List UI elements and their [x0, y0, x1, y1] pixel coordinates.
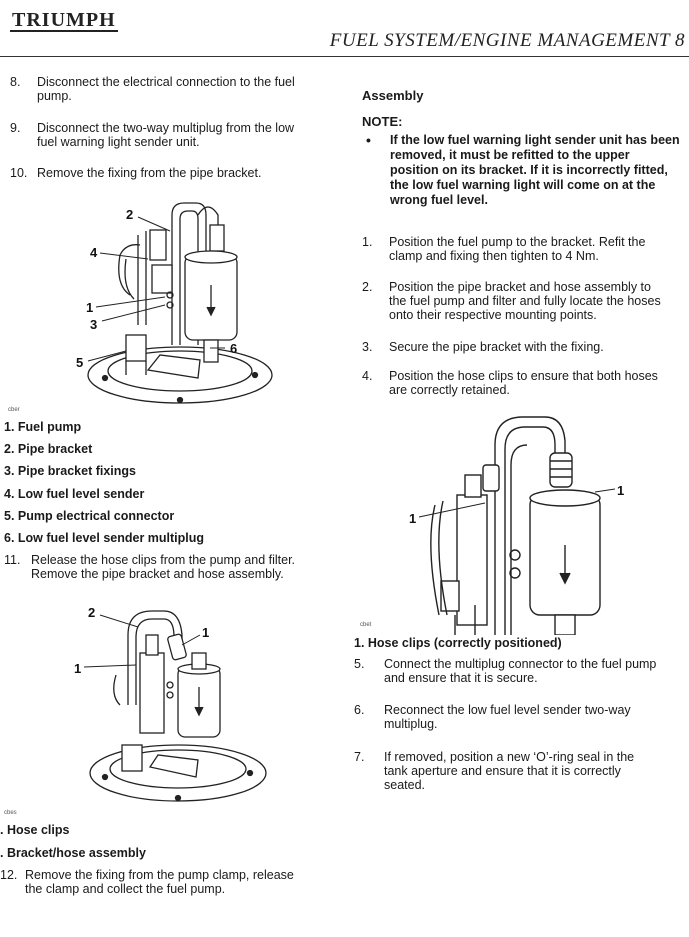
step-line: If removed, position a new ‘O’-ring seal… [384, 750, 635, 764]
legend-item: 1. Hose clips (correctly positioned) [354, 636, 562, 650]
step-line: are correctly retained. [389, 383, 510, 397]
assembly-step-5: 5. Connect the multiplug connector to th… [354, 657, 684, 687]
assembly-heading: Assembly [362, 88, 424, 103]
callout-label: 1 [74, 661, 81, 676]
callout-label: 3 [90, 317, 97, 332]
callout-label: 1 [617, 483, 624, 498]
hose-clips-figure-3: 1 1 [409, 416, 624, 635]
step-number: 8. [10, 75, 21, 89]
step-number: 4. [362, 369, 373, 383]
step-number: 7. [354, 750, 365, 764]
page-header-title: FUEL SYSTEM/ENGINE MANAGEMENT 8 [329, 30, 685, 51]
legend-item: . Bracket/hose assembly [0, 846, 146, 860]
step-text: Disconnect the electrical connection to … [37, 75, 295, 103]
callout-label: 1 [202, 625, 209, 640]
note-line: position on its bracket. If it is incorr… [390, 163, 668, 177]
step-line: multiplug. [384, 717, 438, 731]
step-10: 10. Remove the fixing from the pipe brac… [10, 166, 330, 182]
note-line: wrong fuel level. [390, 193, 488, 207]
step-line: tank aperture and ensure that it is corr… [384, 764, 621, 778]
figure-code: cber [8, 407, 20, 413]
assembly-step-2: 2. Position the pipe bracket and hose as… [362, 280, 682, 324]
step-9: 9. Disconnect the two-way multiplug from… [10, 121, 330, 151]
step-number: 6. [354, 703, 365, 717]
step-line: Position the fuel pump to the bracket. R… [389, 235, 646, 249]
header-rule [0, 56, 689, 57]
step-line: pump. [37, 89, 72, 103]
step-number: 12. [0, 868, 18, 882]
callout-label: 2 [88, 605, 95, 620]
step-text: Position the pipe bracket and hose assem… [389, 280, 661, 322]
step-number: 11. [4, 553, 21, 567]
fuel-pump-assembly-figure-1: 2 4 1 3 6 5 [76, 202, 273, 404]
step-11: 11. Release the hose clips from the pump… [4, 553, 334, 583]
step-text: If removed, position a new ‘O’-ring seal… [384, 750, 634, 792]
step-text: Secure the pipe bracket with the fixing. [389, 340, 604, 354]
step-number: 10. [10, 166, 28, 180]
step-line: clamp and fixing then tighten to 4 Nm. [389, 249, 599, 263]
step-number: 5. [354, 657, 365, 671]
step-line: Remove the fixing from the pipe bracket. [37, 166, 262, 180]
callout-label: 5 [76, 355, 83, 370]
note-text: If the low fuel warning light sender uni… [390, 133, 686, 208]
step-text: Remove the fixing from the pipe bracket. [37, 166, 261, 180]
step-number: 3. [362, 340, 373, 354]
step-line: Disconnect the two-way multiplug from th… [37, 121, 295, 135]
triumph-logo: TRIUMPH [10, 9, 118, 32]
step-line: fuel warning light sender unit. [37, 135, 200, 149]
legend-item: 6. Low fuel level sender multiplug [4, 531, 205, 545]
step-text: Disconnect the two-way multiplug from th… [37, 121, 294, 149]
step-number: 9. [10, 121, 21, 135]
callout-label: 1 [86, 300, 93, 315]
step-8: 8. Disconnect the electrical connection … [10, 75, 330, 105]
step-line: Position the hose clips to ensure that b… [389, 369, 658, 383]
figure-code: cbet [360, 622, 372, 628]
step-line: and ensure that it is secure. [384, 671, 538, 685]
step-number: 1. [362, 235, 373, 249]
step-text: Remove the fixing from the pump clamp, r… [25, 868, 294, 896]
step-text: Position the hose clips to ensure that b… [389, 369, 658, 397]
step-line: Reconnect the low fuel level sender two-… [384, 703, 631, 717]
assembly-step-4: 4. Position the hose clips to ensure tha… [362, 369, 682, 399]
note-line: removed, it must be refitted to the uppe… [390, 148, 630, 162]
assembly-step-7: 7. If removed, position a new ‘O’-ring s… [354, 750, 684, 794]
step-line: Connect the multiplug connector to the f… [384, 657, 657, 671]
step-text: Position the fuel pump to the bracket. R… [389, 235, 645, 263]
step-line: Secure the pipe bracket with the fixing. [389, 340, 604, 354]
step-text: Reconnect the low fuel level sender two-… [384, 703, 631, 731]
legend-item: . Hose clips [0, 823, 70, 837]
note-line: If the low fuel warning light sender uni… [390, 133, 680, 147]
note-heading: NOTE: [362, 114, 403, 129]
legend-item: 1. Fuel pump [4, 420, 82, 434]
step-12: 12. Remove the fixing from the pump clam… [0, 868, 330, 898]
step-text: Release the hose clips from the pump and… [31, 553, 295, 581]
callout-label: 2 [126, 207, 133, 222]
step-line: Disconnect the electrical connection to … [37, 75, 295, 89]
step-line: the clamp and collect the fuel pump. [25, 882, 226, 896]
step-line: Remove the fixing from the pump clamp, r… [25, 868, 294, 882]
callout-label: 4 [90, 245, 98, 260]
step-line: seated. [384, 778, 426, 792]
step-line: Release the hose clips from the pump and… [31, 553, 296, 567]
step-text: Connect the multiplug connector to the f… [384, 657, 656, 685]
step-line: Position the pipe bracket and hose assem… [389, 280, 651, 294]
step-line: Remove the pipe bracket and hose assembl… [31, 567, 284, 581]
callout-label: 1 [409, 511, 416, 526]
legend-item: 4. Low fuel level sender [4, 487, 145, 501]
note-line: the low fuel warning light will come on … [390, 178, 656, 192]
figure-code: cbes [4, 810, 17, 816]
note-bullet: • [366, 132, 371, 148]
bracket-hose-assembly-figure-2: 2 1 1 [74, 605, 267, 802]
legend-item: 3. Pipe bracket fixings [4, 464, 136, 478]
legend-item: 2. Pipe bracket [4, 442, 93, 456]
assembly-step-3: 3. Secure the pipe bracket with the fixi… [362, 340, 682, 356]
step-line: onto their respective mounting points. [389, 308, 597, 322]
step-number: 2. [362, 280, 373, 294]
callout-label: 6 [230, 341, 237, 356]
assembly-step-6: 6. Reconnect the low fuel level sender t… [354, 703, 684, 733]
step-line: the fuel pump and filter and fully locat… [389, 294, 661, 308]
assembly-step-1: 1. Position the fuel pump to the bracket… [362, 235, 682, 265]
legend-item: 5. Pump electrical connector [4, 509, 175, 523]
